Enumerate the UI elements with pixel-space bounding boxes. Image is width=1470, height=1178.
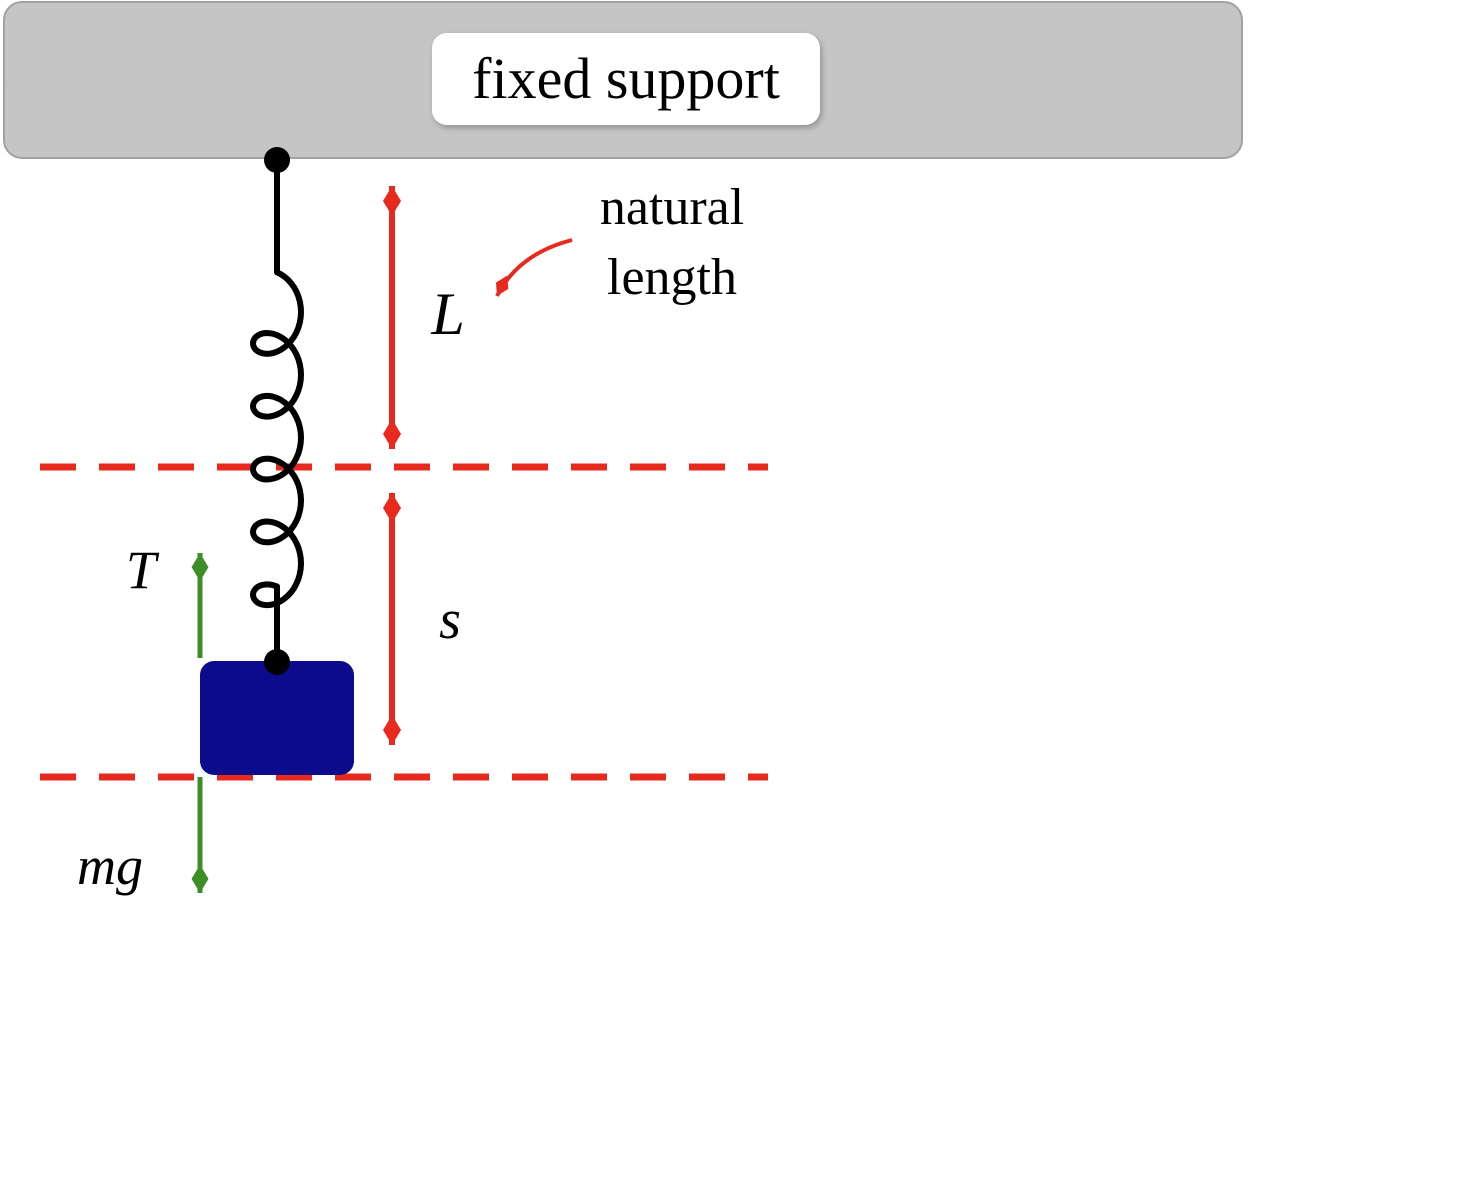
tension-symbol: T	[126, 540, 160, 600]
natural-length-symbol: L	[430, 281, 464, 347]
extension-symbol: s	[439, 589, 461, 651]
natural-length-annotation-line1: natural	[600, 179, 744, 236]
mass-block	[200, 661, 354, 775]
natural-length-annotation-line2: length	[607, 249, 737, 306]
spring-mass-attachment-dot	[264, 649, 290, 675]
fixed-support-label: fixed support	[472, 46, 780, 111]
spring-top-attachment-dot	[264, 147, 290, 173]
natural-length-annotation-arrow	[495, 238, 573, 297]
spring-coil	[250, 157, 304, 665]
weight-symbol: mg	[77, 836, 143, 896]
fixed-support-label-box	[432, 33, 820, 125]
